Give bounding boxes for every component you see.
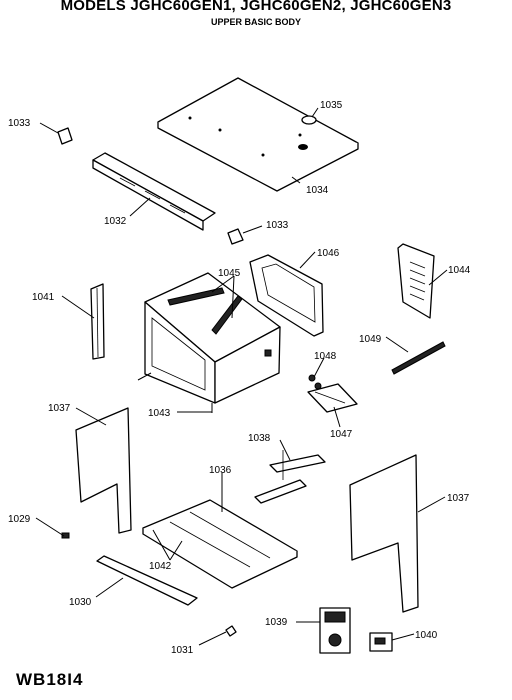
bracket-assembly [307,374,358,413]
callout-1036: 1036 [209,465,232,476]
front-bracket-strip [92,152,216,231]
callout-1033: 1033 [8,118,31,129]
diagram-title: MODELS JGHC60GEN1, JGHC60GEN2, JGHC60GEN… [60,0,452,14]
callout-1029: 1029 [8,514,31,525]
waveguide-strips [167,287,243,335]
callout-1043: 1043 [148,408,171,419]
left-side-panel [75,407,132,534]
callout-1035: 1035 [320,100,343,111]
callout-1034: 1034 [306,185,329,196]
callout-1045: 1045 [218,268,241,279]
callout-1032: 1032 [104,216,127,227]
rod-part [391,341,446,375]
callout-1030: 1030 [69,597,92,608]
oven-cavity [137,272,281,413]
door-frame [249,254,324,337]
screw-part [61,532,70,539]
callout-1046: 1046 [317,248,340,259]
switch-assembly [319,607,351,654]
vent-panel [397,243,435,319]
document-number: WB18I4 [16,670,84,689]
support-rail [254,450,326,504]
callout-1038: 1038 [248,433,271,444]
callout-1049: 1049 [359,334,382,345]
callout-1048: 1048 [314,351,337,362]
connector-part [369,632,393,652]
callout-1042: 1042 [149,561,172,572]
diagram-subtitle: UPPER BASIC BODY [210,17,301,27]
callout-1031: 1031 [171,645,194,656]
base-plate [142,499,298,589]
right-side-panel [349,454,419,613]
callout-1044: 1044 [448,265,471,276]
callout-1041: 1041 [32,292,55,303]
callout-1040: 1040 [415,630,438,641]
callout-1037: 1037 [447,493,470,504]
clip-part-lower [227,228,244,245]
front-trim-strip [96,555,198,606]
callout-1039: 1039 [265,617,288,628]
side-channel-strip [90,283,105,360]
callout-1037: 1037 [48,403,71,414]
latch-part [225,625,237,637]
callout-1033: 1033 [266,220,289,231]
grommet-part [298,115,317,150]
top-cover-panel [157,77,359,192]
clip-part-upper [57,127,73,145]
callout-1047: 1047 [330,429,353,440]
